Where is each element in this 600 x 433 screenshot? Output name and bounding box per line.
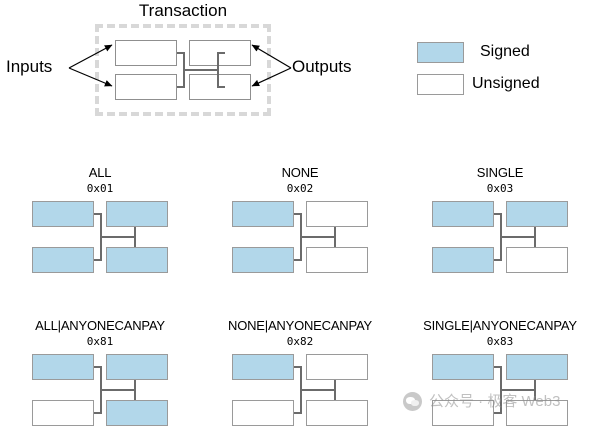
- legend-item-signed: Signed: [417, 36, 540, 68]
- connector-center-line: [100, 236, 136, 238]
- input-box-1: [432, 354, 494, 380]
- output-box-2: [506, 247, 568, 273]
- sighash-diagram: [0, 354, 200, 426]
- output-box-2: [306, 400, 368, 426]
- sighash-diagram: [200, 354, 400, 426]
- transaction-output-box-2: [189, 74, 251, 100]
- input-box-1: [32, 201, 94, 227]
- legend-swatch-unsigned: [417, 73, 464, 95]
- sighash-diagram: [400, 354, 600, 426]
- inputs-label: Inputs: [6, 57, 53, 76]
- input-box-1: [432, 201, 494, 227]
- input-box-1: [32, 354, 94, 380]
- output-box-1: [106, 354, 168, 380]
- sighash-diagram: [400, 201, 600, 273]
- sighash-code: 0x02: [286, 182, 314, 195]
- sighash-panel-0x02: NONE 0x02: [200, 165, 400, 280]
- sighash-code: 0x83: [486, 335, 514, 348]
- sighash-title: ALL: [88, 165, 112, 180]
- input-box-2: [232, 400, 294, 426]
- watermark: 公众号 · 极客 Web3: [403, 392, 560, 411]
- connector-stub-input-2: [494, 412, 502, 414]
- connector-center-line: [500, 389, 536, 391]
- transaction-diagram: [95, 24, 271, 116]
- sighash-title: NONE|ANYONECANPAY: [228, 318, 372, 333]
- connector-bar-outputs: [334, 213, 336, 261]
- sighash-diagram: [200, 201, 400, 273]
- output-box-2: [306, 247, 368, 273]
- connector-stub-input-2: [294, 412, 302, 414]
- input-box-2: [432, 400, 494, 426]
- output-box-1: [306, 354, 368, 380]
- sighash-panel-0x81: ALL|ANYONECANPAY 0x81: [0, 318, 200, 433]
- connector-stub-output-1: [217, 52, 225, 54]
- output-box-1: [506, 354, 568, 380]
- sighash-code: 0x01: [86, 182, 114, 195]
- connector-center-line: [300, 389, 336, 391]
- connector-stub-input-1: [294, 366, 302, 368]
- sighash-title: SINGLE|ANYONECANPAY: [423, 318, 577, 333]
- wechat-icon: [403, 392, 422, 411]
- legend-swatch-signed: [417, 41, 464, 63]
- connector-center-line: [100, 389, 136, 391]
- sighash-title: SINGLE: [476, 165, 524, 180]
- connector-stub-input-1: [494, 213, 502, 215]
- connector-center-line: [300, 236, 336, 238]
- connector-stub-input-2: [177, 86, 185, 88]
- connector-stub-input-1: [294, 213, 302, 215]
- connector-bar-outputs: [334, 366, 336, 414]
- input-box-1: [232, 354, 294, 380]
- transaction-output-box-1: [189, 40, 251, 66]
- transaction-title: Transaction: [138, 1, 228, 20]
- sighash-diagram: [0, 201, 200, 273]
- connector-center-line: [183, 69, 219, 71]
- input-box-1: [232, 201, 294, 227]
- legend-label-signed: Signed: [480, 43, 530, 60]
- legend-item-unsigned: Unsigned: [417, 68, 540, 100]
- sighash-panel-0x01: ALL 0x01: [0, 165, 200, 280]
- sighash-code: 0x03: [486, 182, 514, 195]
- output-box-1: [506, 201, 568, 227]
- connector-stub-input-1: [94, 213, 102, 215]
- connector-stub-input-2: [94, 412, 102, 414]
- sighash-panel-0x03: SINGLE 0x03: [400, 165, 600, 280]
- connector-stub-input-2: [294, 259, 302, 261]
- transaction-input-box-2: [115, 74, 177, 100]
- outputs-label: Outputs: [292, 57, 352, 76]
- connector-bar-outputs: [534, 366, 536, 414]
- legend: Signed Unsigned: [417, 36, 540, 100]
- sighash-panel-0x83: SINGLE|ANYONECANPAY 0x83: [400, 318, 600, 433]
- watermark-text: 公众号 · 极客 Web3: [429, 392, 561, 410]
- sighash-code: 0x82: [286, 335, 314, 348]
- sighash-title: ALL|ANYONECANPAY: [35, 318, 165, 333]
- connector-bar-outputs: [217, 52, 219, 88]
- connector-center-line: [500, 236, 536, 238]
- sighash-code: 0x81: [86, 335, 114, 348]
- input-box-2: [432, 247, 494, 273]
- connector-stub-input-1: [94, 366, 102, 368]
- connector-bar-outputs: [134, 213, 136, 261]
- connector-bar-outputs: [534, 213, 536, 261]
- connector-stub-input-2: [494, 259, 502, 261]
- connector-stub-input-1: [494, 366, 502, 368]
- input-box-2: [32, 400, 94, 426]
- output-box-1: [306, 201, 368, 227]
- output-box-2: [106, 247, 168, 273]
- output-box-1: [106, 201, 168, 227]
- transaction-input-box-1: [115, 40, 177, 66]
- sighash-panel-0x82: NONE|ANYONECANPAY 0x82: [200, 318, 400, 433]
- input-box-2: [32, 247, 94, 273]
- input-box-2: [232, 247, 294, 273]
- sighash-title: NONE: [281, 165, 319, 180]
- output-box-2: [106, 400, 168, 426]
- connector-stub-input-2: [94, 259, 102, 261]
- connector-bar-outputs: [134, 366, 136, 414]
- legend-label-unsigned: Unsigned: [472, 75, 540, 92]
- connector-stub-output-2: [217, 86, 225, 88]
- connector-stub-input-1: [177, 52, 185, 54]
